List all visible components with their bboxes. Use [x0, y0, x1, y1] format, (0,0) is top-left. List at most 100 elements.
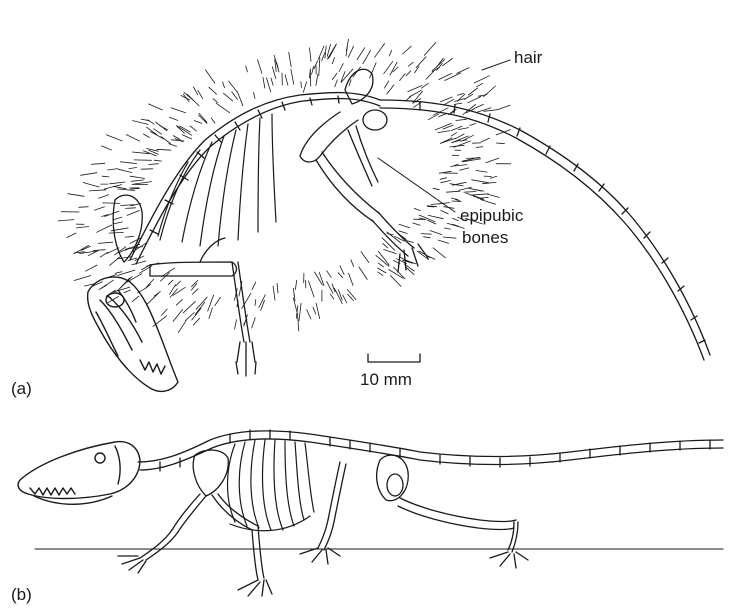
hair-stroke [110, 256, 122, 266]
hair-stroke [378, 263, 383, 267]
hair-stroke [458, 128, 468, 130]
hair-stroke [298, 313, 299, 331]
hair-stroke [391, 276, 402, 287]
hair-stroke [474, 76, 489, 83]
hair-stroke [198, 115, 207, 123]
hair-stroke [408, 62, 413, 66]
hair-stroke [108, 169, 118, 170]
hair-stroke [109, 232, 124, 233]
fossil-skull [88, 277, 178, 391]
hair-stroke [460, 168, 469, 170]
hair-stroke [67, 233, 76, 238]
hair-stroke [451, 133, 456, 137]
hair-stroke [74, 276, 91, 281]
hair-stroke [101, 285, 107, 289]
hair-stroke [433, 188, 439, 189]
hair-stroke [346, 39, 348, 50]
hair-stroke [339, 64, 343, 72]
hair-stroke [213, 99, 218, 103]
hair-stroke [312, 66, 314, 74]
hair-stroke [357, 48, 365, 60]
hair-stroke [223, 82, 225, 88]
hair-stroke [273, 286, 275, 300]
hair-stroke [168, 280, 173, 284]
hair-stroke [303, 82, 306, 93]
hair-stroke [98, 242, 113, 243]
hair-stroke [129, 168, 137, 169]
hair-stroke [484, 86, 496, 97]
hair-stroke [176, 299, 182, 305]
hair-stroke [170, 285, 176, 295]
hair-stroke [332, 284, 335, 292]
hair-stroke [399, 231, 407, 234]
hair-stroke [198, 90, 203, 98]
reconstruction-spine [138, 430, 723, 471]
hair-stroke [102, 176, 109, 177]
hair-stroke [190, 126, 196, 131]
hair-stroke [363, 50, 371, 63]
hair-stroke [406, 95, 412, 101]
hair-stroke [209, 87, 217, 94]
hair-stroke [443, 125, 454, 129]
hair-stroke [487, 194, 499, 197]
hair-stroke [183, 301, 195, 312]
hair-stroke [389, 50, 392, 56]
hair-stroke [187, 94, 199, 106]
hair-stroke [330, 294, 334, 299]
hair-stroke [89, 190, 106, 191]
hair-stroke [118, 270, 135, 275]
hair-stroke [148, 120, 154, 124]
hair-stroke [471, 194, 488, 195]
hair-stroke [335, 80, 338, 87]
hair-stroke [470, 124, 476, 126]
hair-stroke [496, 143, 504, 144]
hair-stroke [444, 228, 450, 229]
hair-stroke [439, 114, 447, 117]
hair-stroke [267, 78, 271, 92]
reconstruction-skull [18, 442, 140, 505]
hair-stroke [161, 137, 170, 144]
hair-stroke [484, 110, 498, 112]
scale-bar [368, 354, 420, 362]
panel-b-illustration [18, 430, 723, 596]
hair-stroke [285, 75, 288, 86]
hair-stroke [199, 113, 207, 122]
hair-stroke [338, 273, 342, 278]
hair-stroke [476, 147, 483, 148]
hair-stroke [131, 180, 144, 181]
hair-stroke [272, 67, 276, 79]
hair-stroke [127, 211, 139, 216]
hair-stroke [301, 82, 302, 88]
hair-stroke [186, 313, 195, 321]
hair-stroke [387, 85, 394, 94]
hair-stroke [85, 265, 97, 271]
hair-stroke [446, 191, 459, 192]
hair-stroke [99, 195, 109, 199]
hair-stroke [375, 44, 385, 58]
hair-stroke [79, 207, 89, 208]
hair-stroke [173, 310, 183, 322]
hair-stroke [439, 73, 452, 79]
hair-stroke [254, 92, 256, 98]
hair-stroke [383, 243, 388, 248]
hair-stroke [424, 42, 436, 55]
hair-stroke [438, 131, 450, 133]
hair-stroke [252, 282, 256, 290]
hair-stroke [421, 83, 428, 88]
hair-stroke [421, 234, 431, 235]
hair-stroke [160, 126, 168, 130]
fossil-ribs [158, 114, 276, 246]
hair-stroke [472, 180, 489, 183]
hair-stroke [310, 48, 312, 62]
hair-stroke [441, 181, 451, 183]
hair-stroke [378, 268, 386, 273]
hair-stroke [68, 194, 84, 197]
hair-stroke [438, 240, 448, 243]
hair-stroke [94, 207, 104, 211]
hair-stroke [58, 220, 74, 221]
hair-stroke [457, 68, 469, 74]
hair-stroke [169, 144, 177, 147]
hair-stroke [83, 183, 99, 188]
hair-stroke [327, 271, 332, 278]
hair-stroke [149, 164, 159, 165]
